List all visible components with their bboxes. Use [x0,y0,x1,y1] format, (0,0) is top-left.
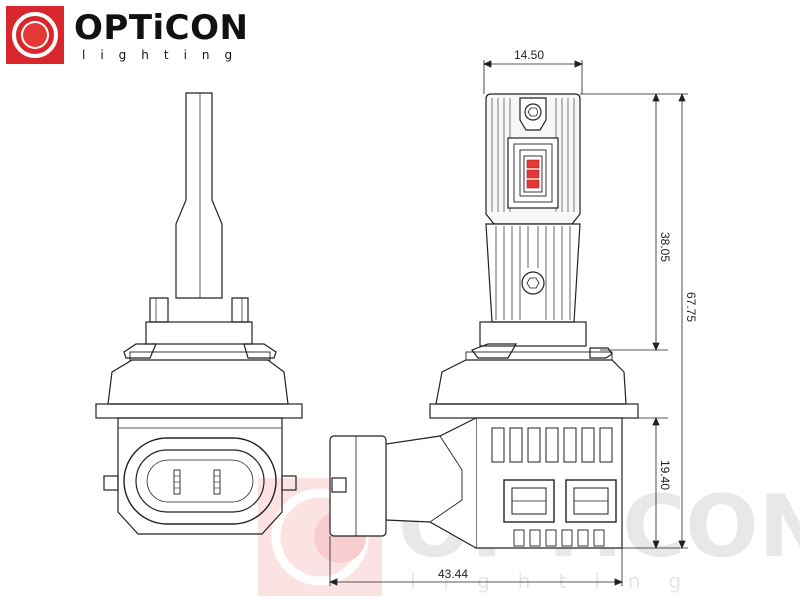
left-pin-1 [173,469,181,495]
dim-width-base-arrow-l [328,578,338,586]
right-driver-bottom-slots [513,529,605,547]
dim-height-base-arrow-b [652,540,660,550]
right-led-frame [513,143,553,203]
dim-width-base-arrow-r [614,578,624,586]
right-led-chip-1 [526,159,540,169]
dim-width-top-arrow-r [574,60,584,68]
left-flange [95,403,303,419]
right-driver-port-2 [565,479,617,523]
left-view-bulb [95,92,303,535]
dim-label-width-top: 14.50 [514,48,544,62]
right-neck [435,359,627,405]
left-tab-r [281,475,297,491]
dim-height-total-arrow-t [678,92,686,102]
left-collar [145,321,253,345]
right-screw-top [524,103,542,121]
dim-label-height-base: 19.40 [658,460,672,490]
logo-ring-icon [12,12,58,58]
dim-label-height-total: 67.75 [684,292,698,322]
right-driver-port-1 [503,479,555,523]
right-plug-tab [331,477,347,493]
right-connector-bend [429,435,463,523]
right-screw-bottom [521,271,545,295]
right-driver-vents [491,427,613,463]
right-led-chip-3 [526,179,540,189]
right-led-inner [519,149,547,197]
logo-mark [6,6,64,64]
right-plug [329,435,387,537]
dim-width-top-arrow-l [482,60,492,68]
left-connector [117,417,283,535]
dim-height-total-arrow-b [678,540,686,550]
watermark-tagline: lighting [410,569,709,593]
right-screw-bottom-hex [526,277,540,289]
left-rib-1 [149,297,169,323]
left-tab-l [103,475,119,491]
left-plug-outer [123,437,277,525]
brand-logo: OPTiCON lighting [6,6,276,66]
left-stem [175,92,223,299]
left-clip-l [123,343,157,359]
right-screw-top-hex [527,107,539,117]
left-clip-r [243,343,277,359]
left-plug-inner [135,449,265,513]
left-plug-core [146,459,254,503]
dim-label-width-base: 43.44 [438,567,468,581]
right-flange [429,403,639,419]
dim-height-base-arrow-t [652,416,660,426]
dim-height-body-arrow-t [652,92,660,102]
right-led-chip-2 [526,169,540,179]
right-clip-r [589,347,613,359]
dimension-lines [328,60,688,586]
right-clip-l [471,343,518,359]
right-heatsink-fins [495,226,571,320]
right-view-bulb [329,93,639,549]
left-pin-2 [213,469,221,495]
dim-height-body-arrow-b [652,342,660,352]
brand-name: OPTiCON [74,8,249,48]
left-neck [107,359,289,405]
right-collar [479,321,587,347]
brand-tagline: lighting [82,48,248,62]
dim-label-height-body: 38.05 [658,232,672,262]
logo-dot-icon [21,21,49,49]
left-rib-2 [231,297,249,323]
